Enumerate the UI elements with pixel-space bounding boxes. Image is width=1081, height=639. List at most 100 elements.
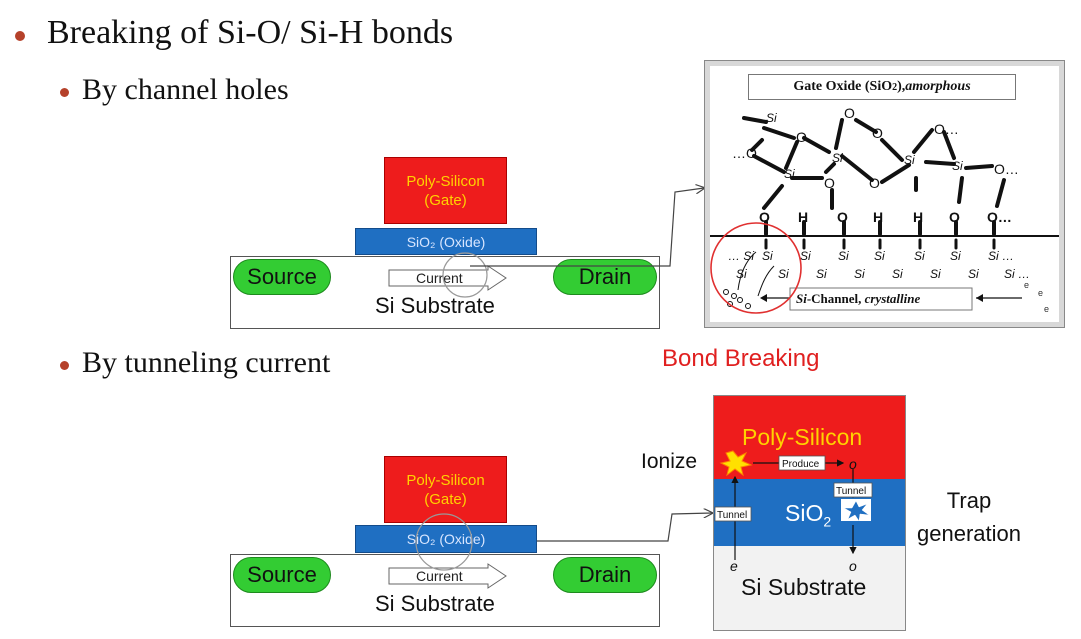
svg-text:O: O bbox=[837, 209, 848, 225]
bond-breaking-heading: Bond Breaking bbox=[662, 345, 820, 372]
substrate-label-2: Si Substrate bbox=[375, 591, 495, 616]
svg-text:O: O bbox=[759, 209, 770, 225]
svg-text:… Si: … Si bbox=[728, 249, 754, 263]
oxide-label: SiO₂ (Oxide) bbox=[406, 233, 486, 250]
svg-text:Si …: Si … bbox=[988, 249, 1014, 263]
oxide-layer-2: SiO₂ (Oxide) bbox=[355, 525, 537, 553]
svg-text:e: e bbox=[1044, 304, 1049, 314]
channel-label-si: Si bbox=[796, 291, 807, 306]
bullet-main: Breaking of Si-O/ Si-H bonds bbox=[47, 14, 454, 51]
svg-text:Si: Si bbox=[778, 267, 789, 281]
svg-text:Si: Si bbox=[904, 153, 915, 167]
svg-text:Si: Si bbox=[816, 267, 827, 281]
svg-text:O: O bbox=[869, 175, 880, 191]
svg-text:o: o bbox=[849, 456, 857, 472]
svg-text:Si: Si bbox=[800, 249, 811, 263]
svg-text:Si …: Si … bbox=[1004, 267, 1030, 281]
source-label-2: Source bbox=[247, 562, 317, 587]
svg-text:O: O bbox=[949, 209, 960, 225]
tunnel-sio2-text: SiO bbox=[785, 500, 824, 526]
svg-text:Si: Si bbox=[914, 249, 925, 263]
drain-contact-2: Drain bbox=[553, 557, 657, 593]
svg-text:Tunnel: Tunnel bbox=[717, 510, 747, 521]
svg-text:H: H bbox=[873, 209, 883, 225]
drain-contact: Drain bbox=[553, 259, 657, 295]
svg-text:Produce: Produce bbox=[782, 459, 820, 470]
channel-label-tail: -Channel, bbox=[806, 291, 865, 306]
current-arrow bbox=[388, 265, 507, 291]
svg-text:o: o bbox=[849, 558, 857, 574]
trap-generation-label: Trap generation bbox=[917, 484, 1021, 550]
svg-text:Si: Si bbox=[930, 267, 941, 281]
svg-text:Si: Si bbox=[838, 249, 849, 263]
svg-text:e: e bbox=[1038, 288, 1043, 298]
oxide-panel-title: Gate Oxide (SiO bbox=[793, 79, 893, 94]
bullet-dot-main bbox=[15, 31, 25, 41]
svg-text:Si: Si bbox=[854, 267, 865, 281]
bullet-dot-sub1 bbox=[60, 88, 69, 97]
gate-label-line2-2: (Gate) bbox=[424, 490, 467, 508]
tunnel-substrate-label: Si Substrate bbox=[741, 574, 867, 600]
oxide-panel-title-sub: 2 bbox=[892, 81, 898, 93]
source-label: Source bbox=[247, 264, 317, 289]
substrate-label: Si Substrate bbox=[375, 293, 495, 318]
svg-text:Si: Si bbox=[762, 249, 773, 263]
gate-label-line1: Poly-Silicon bbox=[406, 172, 485, 190]
oxide-layer: SiO₂ (Oxide) bbox=[355, 228, 537, 255]
svg-text:Si: Si bbox=[968, 267, 979, 281]
svg-text:O…: O… bbox=[934, 121, 959, 137]
svg-text:H: H bbox=[913, 209, 923, 225]
source-contact-2: Source bbox=[233, 557, 331, 593]
trap-line2: generation bbox=[917, 521, 1021, 546]
zoom-circle bbox=[442, 252, 488, 298]
tunnel-sio2-sub: 2 bbox=[823, 513, 832, 530]
gate-label-line2: (Gate) bbox=[424, 191, 467, 209]
svg-text:Tunnel: Tunnel bbox=[836, 486, 866, 497]
svg-text:Si: Si bbox=[766, 111, 777, 125]
source-contact: Source bbox=[233, 259, 331, 295]
channel-label-italic: crystalline bbox=[864, 291, 921, 306]
gate-poly-silicon-2: Poly-Silicon (Gate) bbox=[384, 456, 507, 523]
svg-text:Si: Si bbox=[950, 249, 961, 263]
svg-text:Si: Si bbox=[832, 151, 843, 165]
bullet-sub1: By channel holes bbox=[82, 73, 289, 106]
gate-poly-silicon: Poly-Silicon (Gate) bbox=[384, 157, 507, 224]
tunnel-annotations-svg: Produce Tunnel Tunnel o o e bbox=[714, 450, 873, 574]
tunnel-sio2-label: SiO2 bbox=[785, 500, 831, 530]
svg-text:e: e bbox=[730, 558, 738, 574]
svg-text:Si: Si bbox=[952, 159, 963, 173]
current-label-2: Current bbox=[416, 568, 463, 584]
svg-text:O…: O… bbox=[987, 209, 1012, 225]
svg-text:…O: …O bbox=[732, 145, 757, 161]
svg-text:O…: O… bbox=[994, 161, 1019, 177]
svg-text:Si: Si bbox=[892, 267, 903, 281]
trap-star-icon bbox=[843, 500, 870, 522]
channel-label: Si-Channel, crystalline bbox=[796, 291, 920, 307]
zoom-circle-2 bbox=[415, 513, 473, 571]
svg-text:e: e bbox=[1024, 280, 1029, 290]
tunnel-poly-label: Poly-Silicon bbox=[742, 424, 863, 450]
svg-text:Si: Si bbox=[874, 249, 885, 263]
svg-text:O: O bbox=[824, 175, 835, 191]
current-arrow-2 bbox=[388, 563, 507, 589]
drain-label-2: Drain bbox=[578, 562, 632, 587]
bullet-dot-sub2 bbox=[60, 361, 69, 370]
ionize-star-icon bbox=[719, 450, 753, 477]
svg-text:O: O bbox=[872, 125, 883, 141]
current-label: Current bbox=[416, 270, 463, 286]
trap-line1: Trap bbox=[946, 488, 992, 513]
gate-label-line1-2: Poly-Silicon bbox=[406, 471, 485, 489]
oxide-panel-title-italic: amorphous bbox=[905, 79, 971, 94]
oxide-lattice-svg: Si …O O O Si Si O O O Si O… Si O… O H O … bbox=[710, 105, 1059, 314]
ionize-label: Ionize bbox=[641, 450, 698, 473]
oxide-label-2: SiO₂ (Oxide) bbox=[406, 531, 486, 547]
bullet-sub2: By tunneling current bbox=[82, 346, 331, 379]
drain-label: Drain bbox=[578, 264, 632, 289]
svg-text:H: H bbox=[798, 209, 808, 225]
svg-text:Si: Si bbox=[784, 167, 795, 181]
svg-text:O: O bbox=[844, 105, 855, 121]
svg-text:O: O bbox=[796, 129, 807, 145]
oxide-panel-title-tail: ), bbox=[897, 79, 906, 94]
